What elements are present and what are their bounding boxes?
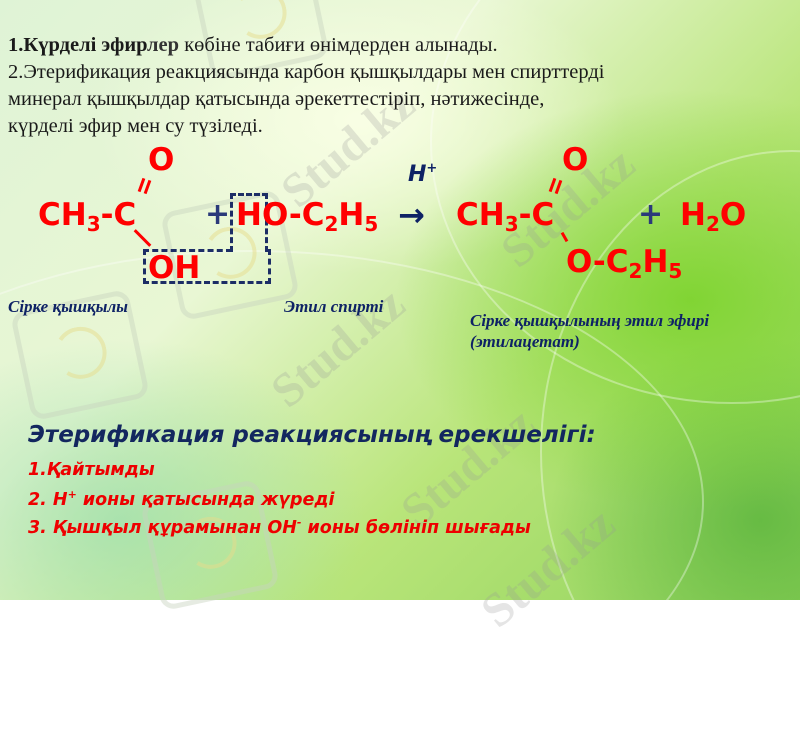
feature-2-sup: + <box>67 488 77 501</box>
intro-line-2: 2.Этерификация реакциясында карбон қышқы… <box>8 61 605 83</box>
ester-subscript-3: 3 <box>504 212 519 236</box>
catalyst-label: H+ <box>408 162 437 187</box>
ester-ch3: CH <box>456 197 505 233</box>
alcohol-subscript-2: 2 <box>324 212 339 236</box>
feature-2-post: ионы қатысында жүреді <box>76 490 335 510</box>
water-h: H <box>680 197 706 233</box>
acid-subscript-3: 3 <box>86 212 101 236</box>
plus-sign: + <box>638 197 664 232</box>
feature-2-pre: 2. H <box>28 490 68 510</box>
feature-3-post: ионы бөлініп шығады <box>301 518 531 538</box>
feature-3-sup: - <box>296 516 302 529</box>
water-formula: H2O <box>680 197 747 235</box>
intro-bold-suffix: лер <box>147 34 180 56</box>
intro-line-4: күрделі эфир мен су түзіледі. <box>8 115 263 137</box>
feature-item-1: 1.Қайтымды <box>28 460 155 480</box>
label-ethyl-acetate: Сірке қышқылының этил эфирі (этилацетат) <box>470 310 709 352</box>
acid-carbonyl-oxygen: O <box>148 142 175 178</box>
label-acetic-acid: Сірке қышқылы <box>8 297 128 316</box>
acid-ch3: CH <box>38 197 87 233</box>
label-ester-line-1: Сірке қышқылының этил эфирі <box>470 311 710 330</box>
alcohol-formula: HO-C2H5 <box>236 197 378 235</box>
acid-hydroxyl: OH <box>148 250 201 286</box>
acid-formula: CH3-C <box>38 197 137 235</box>
alcohol-subscript-5: 5 <box>364 212 379 236</box>
intro-line-1: 1.Күрделі эфирлер көбіне табиғи өнімдерд… <box>8 32 798 59</box>
catalyst-plus: + <box>426 161 438 176</box>
feature-item-3: 3. Қышқыл құрамынан OH- ионы бөлініп шығ… <box>28 516 531 538</box>
intro-line-1-text: көбіне табиғи өнімдерден алынады. <box>179 34 498 56</box>
intro-text: 1.Күрделі эфирлер көбіне табиғи өнімдерд… <box>8 32 798 140</box>
ester-alkoxy: O-C2H5 <box>566 244 682 282</box>
reaction-arrow-icon: → <box>398 196 425 234</box>
ester-formula: CH3-C <box>456 197 555 235</box>
intro-line-3: минерал қышқылдар қатысында әрекеттестір… <box>8 88 545 110</box>
acid-carbon: -C <box>100 197 137 233</box>
alcohol-hydrogen: H <box>236 197 262 233</box>
ester-carbon: -C <box>518 197 555 233</box>
dashed-box-oh <box>143 249 271 284</box>
features-title: Этерификация реакциясының ерекшелігі: <box>28 422 596 448</box>
feature-item-2: 2. H+ ионы қатысында жүреді <box>28 488 335 510</box>
ester-subscript-5: 5 <box>668 259 683 283</box>
intro-bold-term: 1.Күрделі эфир <box>8 34 148 56</box>
alcohol-oc: O-C <box>261 197 325 233</box>
feature-3-pre: 3. Қышқыл құрамынан OH <box>28 518 297 538</box>
alcohol-h: H <box>338 197 365 233</box>
dashed-box-top <box>143 249 232 252</box>
water-subscript-2: 2 <box>705 212 720 236</box>
ester-subscript-2: 2 <box>628 259 643 283</box>
label-ethanol: Этил спирті <box>284 297 384 316</box>
ester-oc: O-C <box>566 244 629 280</box>
plus-sign: + <box>205 197 231 232</box>
dashed-box-h <box>230 193 268 252</box>
ester-carbonyl-oxygen: O <box>562 142 589 178</box>
label-ester-line-2: (этилацетат) <box>470 332 580 351</box>
ester-h: H <box>642 244 669 280</box>
catalyst-h: H <box>408 162 427 187</box>
water-o: O <box>719 197 747 233</box>
